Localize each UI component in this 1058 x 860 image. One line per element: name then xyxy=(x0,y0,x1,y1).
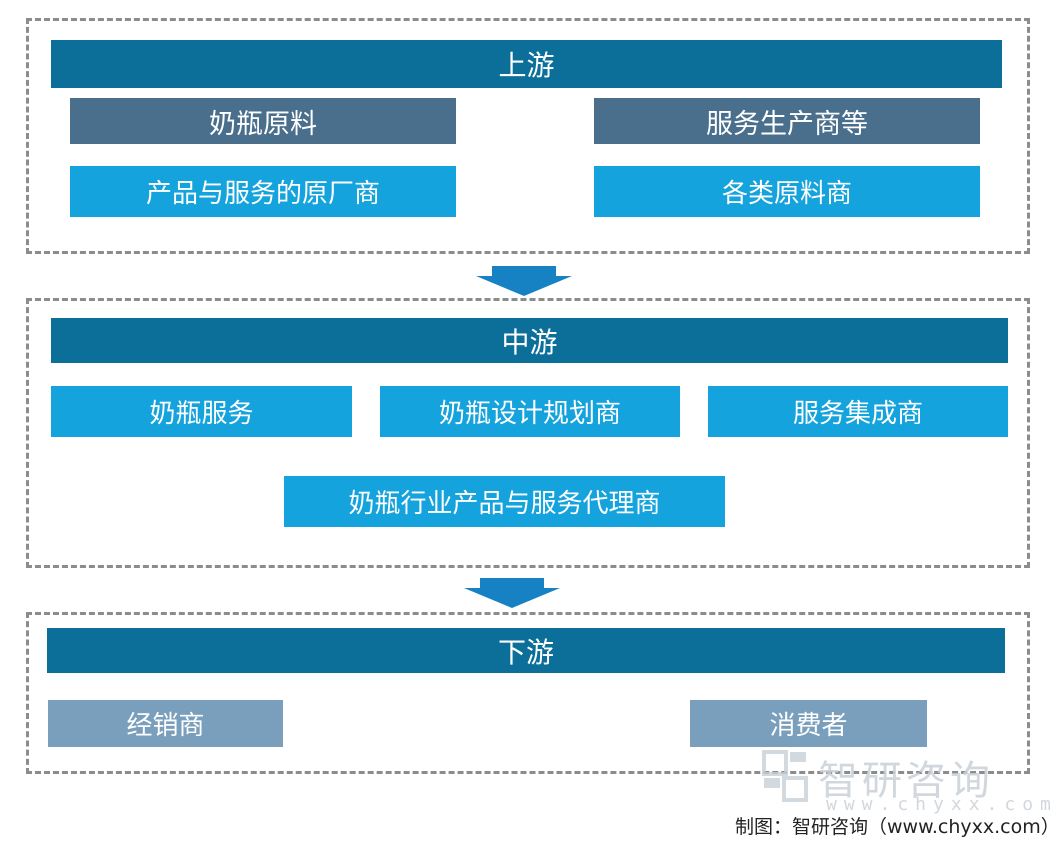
midstream-item-bottle-services: 奶瓶服务 xyxy=(51,386,352,437)
watermark-url: www.chyxx.com xyxy=(826,794,1058,815)
upstream-section xyxy=(26,18,1030,254)
midstream-section xyxy=(26,298,1030,568)
upstream-item-raw-material-suppliers: 各类原料商 xyxy=(594,166,980,217)
downstream-section xyxy=(26,612,1030,774)
downstream-item-consumers: 消费者 xyxy=(690,700,927,747)
watermark-name: 智研咨询 xyxy=(818,758,994,804)
midstream-title: 中游 xyxy=(51,318,1008,363)
midstream-item-design-planners: 奶瓶设计规划商 xyxy=(380,386,680,437)
midstream-item-industry-agents: 奶瓶行业产品与服务代理商 xyxy=(284,476,725,527)
upstream-item-service-producers: 服务生产商等 xyxy=(594,98,980,144)
midstream-item-service-integrators: 服务集成商 xyxy=(708,386,1008,437)
upstream-item-bottle-materials: 奶瓶原料 xyxy=(70,98,456,144)
upstream-title: 上游 xyxy=(51,40,1002,88)
downstream-title: 下游 xyxy=(47,628,1005,673)
source-credit: 制图：智研咨询（www.chyxx.com） xyxy=(735,816,1058,838)
watermark-logo-icon xyxy=(762,750,808,802)
upstream-item-original-manufacturers: 产品与服务的原厂商 xyxy=(70,166,456,217)
watermark: 智研咨询 www.chyxx.com xyxy=(760,748,1051,818)
downstream-item-distributors: 经销商 xyxy=(48,700,283,747)
